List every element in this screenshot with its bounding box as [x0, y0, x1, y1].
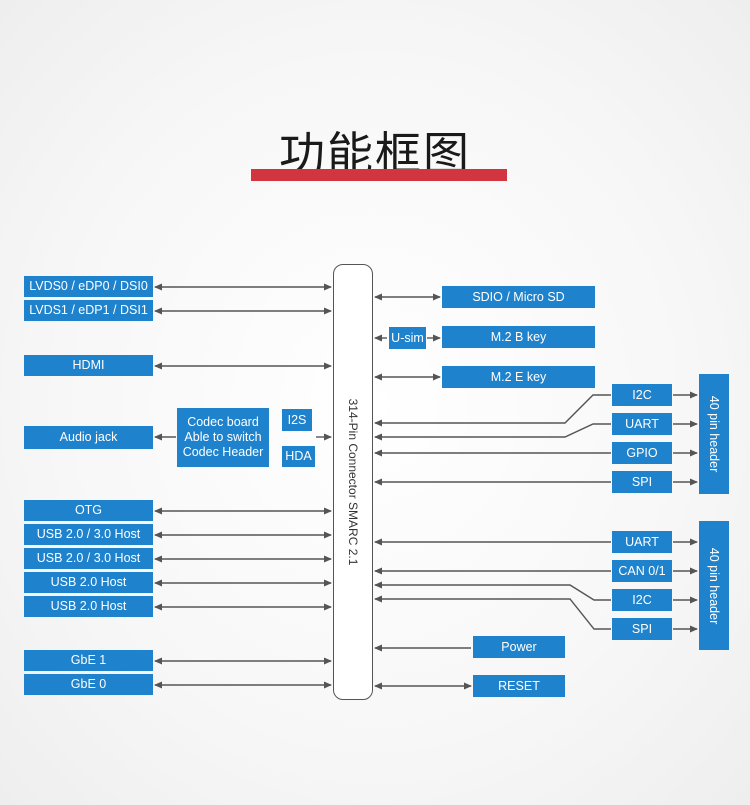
i2c-box: I2C — [612, 384, 672, 406]
gbe0-box: GbE 0 — [24, 674, 153, 695]
gbe1-box: GbE 1 — [24, 650, 153, 671]
sdio-box: SDIO / Micro SD — [442, 286, 595, 308]
title-underline — [251, 169, 507, 181]
can-box: CAN 0/1 — [612, 560, 672, 582]
hda-box: HDA — [282, 446, 315, 467]
i2s-box: I2S — [282, 409, 312, 431]
lvds0-box: LVDS0 / eDP0 / DSI0 — [24, 276, 153, 297]
power-box: Power — [473, 636, 565, 658]
m2-b-key-box: M.2 B key — [442, 326, 595, 348]
smarc-connector — [333, 264, 373, 700]
usb2-host-box: USB 2.0 Host — [24, 596, 153, 617]
usb-host-box: USB 2.0 / 3.0 Host — [24, 524, 153, 545]
pin-header-label: 40 pin header — [707, 395, 721, 473]
spi-box: SPI — [612, 471, 672, 493]
uart-box: UART — [612, 413, 672, 435]
m2-e-key-box: M.2 E key — [442, 366, 595, 388]
uart-box: UART — [612, 531, 672, 553]
gpio-box: GPIO — [612, 442, 672, 464]
audio-jack-box: Audio jack — [24, 426, 153, 449]
pin-header-label: 40 pin header — [707, 547, 721, 624]
usim-box: U-sim — [389, 327, 426, 349]
reset-box: RESET — [473, 675, 565, 697]
hdmi-box: HDMI — [24, 355, 153, 376]
usb2-host-box: USB 2.0 Host — [24, 572, 153, 593]
spi-box: SPI — [612, 618, 672, 640]
pin-header-box: 40 pin header — [699, 374, 729, 494]
lvds1-box: LVDS1 / eDP1 / DSI1 — [24, 300, 153, 321]
pin-header-box: 40 pin header — [699, 521, 729, 650]
otg-box: OTG — [24, 500, 153, 521]
connector-label: 314-Pin Connector SMARC 2.1 — [346, 398, 360, 566]
codec-board-box: Codec board Able to switch Codec Header — [177, 408, 269, 467]
i2c-box: I2C — [612, 589, 672, 611]
usb-host-box: USB 2.0 / 3.0 Host — [24, 548, 153, 569]
